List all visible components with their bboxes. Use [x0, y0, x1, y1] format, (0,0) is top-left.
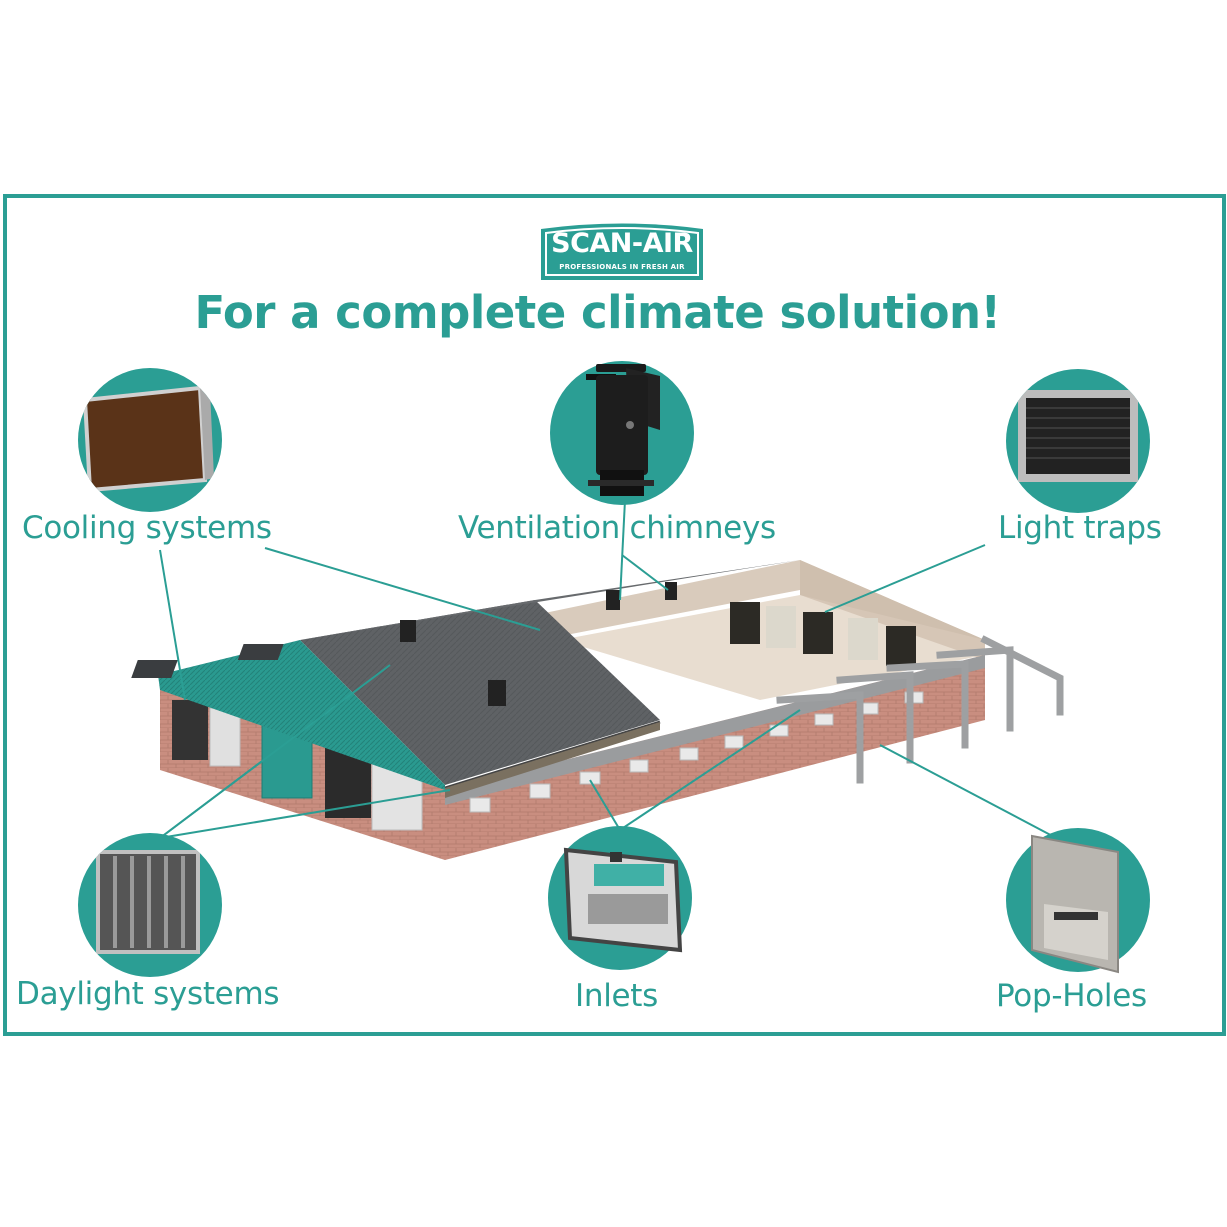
logo-tagline: PROFESSIONALS IN FRESH AIR: [559, 263, 685, 271]
pop-hole-icon: [1006, 828, 1150, 974]
label-cooling-systems: Cooling systems: [22, 510, 272, 546]
label-daylight-systems: Daylight systems: [16, 976, 280, 1012]
barn: [131, 560, 1064, 860]
barn-roof: [300, 600, 660, 785]
barn-side-wall: [445, 655, 985, 860]
label-inlets: Inlets: [575, 978, 658, 1014]
label-light-traps: Light traps: [998, 510, 1162, 546]
headline: For a complete climate solution!: [194, 286, 1001, 339]
light-trap-icon: [1006, 369, 1150, 513]
label-ventilation-chimneys: Ventilation chimneys: [458, 510, 776, 546]
daylight-panel-icon: [78, 833, 222, 977]
cooling-pad-icon: [78, 368, 222, 512]
inlet-icon: [548, 826, 692, 970]
logo-wordmark: SCAN-AIR: [551, 228, 693, 259]
logo-text: SCAN-AIR PROFESSIONALS IN FRESH AIR: [541, 222, 703, 280]
label-pop-holes: Pop-Holes: [996, 978, 1147, 1014]
chimney-icon: [550, 361, 694, 505]
poster-frame: [3, 194, 1226, 1036]
connector-lines: [159, 499, 1061, 841]
scan-air-logo: [541, 223, 703, 280]
